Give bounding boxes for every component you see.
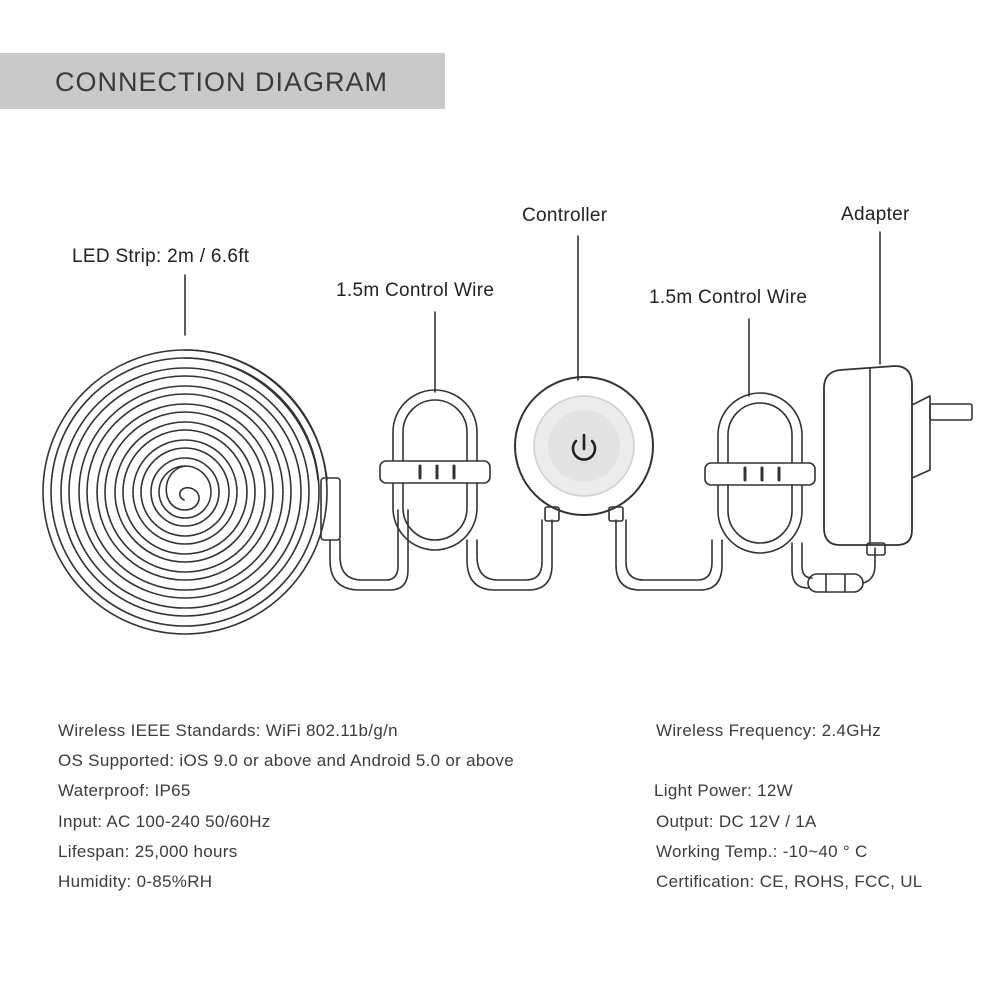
spec-output: Output: DC 12V / 1A: [656, 812, 817, 831]
led-strip-coil: [42, 349, 328, 635]
controller-label: Controller: [522, 205, 608, 226]
spec-os-supported: OS Supported: iOS 9.0 or above and Andro…: [58, 751, 514, 770]
control-wire-bundle-right: [704, 392, 816, 554]
control-wire-bundle-left: [379, 389, 491, 551]
strip-wire: [329, 509, 409, 591]
spec-humidity: Humidity: 0-85%RH: [58, 872, 213, 891]
spec-input: Input: AC 100-240 50/60Hz: [58, 812, 271, 831]
spec-waterproof: Waterproof: IP65: [58, 781, 191, 800]
adapter-device: [823, 365, 973, 556]
spec-certification: Certification: CE, ROHS, FCC, UL: [656, 872, 923, 891]
spec-wireless-standards: Wireless IEEE Standards: WiFi 802.11b/g/…: [58, 721, 398, 740]
adapter-label: Adapter: [841, 204, 910, 225]
control-wire-right-label: 1.5m Control Wire: [649, 287, 808, 308]
title-bar: [0, 53, 445, 109]
spec-lifespan: Lifespan: 25,000 hours: [58, 842, 238, 861]
adapter-connector: [807, 573, 864, 593]
power-icon: [571, 433, 597, 461]
control-wire-left-label: 1.5m Control Wire: [336, 280, 495, 301]
spec-wireless-frequency: Wireless Frequency: 2.4GHz: [656, 721, 882, 740]
spec-working-temp: Working Temp.: -10~40 ° C: [656, 842, 868, 861]
strip-connector: [320, 477, 341, 541]
spec-light-power: Light Power: 12W: [654, 781, 793, 800]
led-strip-label: LED Strip: 2m / 6.6ft: [72, 246, 250, 267]
page-title: CONNECTION DIAGRAM: [55, 67, 389, 97]
